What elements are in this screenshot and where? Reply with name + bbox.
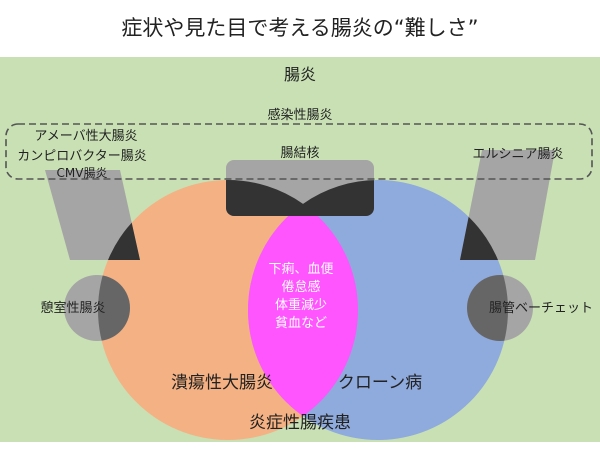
yersinia-label: エルシニア腸炎 <box>472 147 563 162</box>
infectious-enteritis-boundary <box>5 123 593 180</box>
behcet-circle-overlap <box>467 275 508 341</box>
amoeba-colitis-label: アメーバ性大腸炎 <box>34 129 137 144</box>
symptom-line-2: 倦怠感 <box>281 279 320 295</box>
crohn-disease-label: クローン病 <box>338 373 422 393</box>
symptom-line-4: 貧血など <box>275 316 327 331</box>
campylobacter-label: カンピロバクター腸炎 <box>17 149 146 164</box>
infectious-enteritis-label: 感染性腸炎 <box>267 107 332 123</box>
right-infectious-shape <box>460 150 555 260</box>
diverticular-circle-overlap <box>98 275 130 341</box>
enteritis-label: 腸炎 <box>284 65 316 84</box>
circles-overlap <box>248 180 358 440</box>
ibd-label: 炎症性腸疾患 <box>249 413 351 433</box>
ulcerative-colitis-label: 潰瘍性大腸炎 <box>171 373 273 393</box>
behcet-label: 腸管ベーチェット <box>489 301 593 316</box>
page-title: 症状や見た目で考える腸炎の“難しさ” <box>121 16 479 40</box>
left-infectious-shape <box>45 170 140 260</box>
symptom-line-1: 下痢、血便 <box>268 261 333 277</box>
diverticular-label: 憩室性腸炎 <box>40 300 105 316</box>
cmv-enteritis-label: CMV腸炎 <box>57 166 108 180</box>
tuberculosis-label: 腸結核 <box>280 146 319 161</box>
symptom-line-3: 体重減少 <box>275 297 327 313</box>
